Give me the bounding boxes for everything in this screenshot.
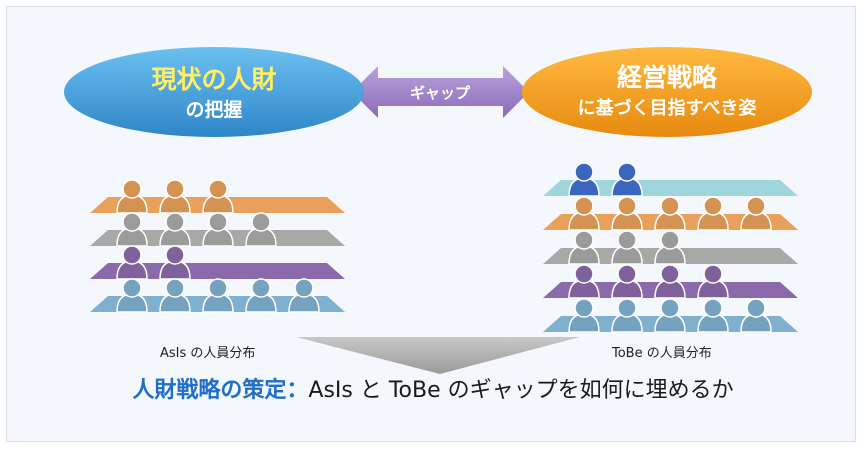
convergence-arrow [296,337,580,374]
asis-tier-purple [90,263,345,279]
target-state-title: 経営戦略 [617,63,718,92]
strategy-statement: 人財戦略の策定：AsIs と ToBe のギャップを如何に埋めるか [0,372,866,404]
target-state-subtitle: に基づく目指すべき姿 [578,97,757,119]
asis-person-icon [116,245,148,280]
tobe-distribution [543,162,798,333]
current-talent-subtitle: の把握 [185,98,242,121]
tobe-person-icon [654,264,686,299]
asis-person-icon [116,278,148,313]
tobe-person-icon [568,298,600,333]
tobe-tier-cyan [543,180,798,196]
tobe-person-icon [568,162,600,197]
tobe-person-icon [697,196,729,231]
asis-person-icon [116,212,148,247]
tobe-person-icon [697,298,729,333]
tobe-person-icon [611,162,643,197]
asis-person-icon [116,179,148,214]
asis-person-icon [288,278,320,313]
asis-person-icon [202,278,234,313]
tobe-person-icon [654,230,686,265]
strategy-highlight: 人財戦略の策定 [132,378,287,403]
asis-person-icon [202,212,234,247]
target-state-ellipse [522,47,812,137]
tobe-person-icon [568,264,600,299]
tobe-person-icon [568,196,600,231]
tobe-person-icon [654,196,686,231]
current-talent-title: 現状の人財 [151,65,276,94]
tobe-person-icon [654,298,686,333]
tobe-person-icon [611,298,643,333]
asis-person-icon [159,212,191,247]
gap-arrow-label: ギャップ [410,84,471,102]
current-talent-ellipse [64,47,364,137]
tobe-person-icon [611,230,643,265]
asis-person-icon [202,179,234,214]
tobe-person-icon [740,298,772,333]
tobe-person-icon [568,230,600,265]
strategy-separator: ： [286,378,309,403]
gap-double-arrow [352,66,529,118]
asis-person-icon [159,179,191,214]
asis-caption: AsIs の人員分布 [160,346,256,361]
tobe-person-icon [611,196,643,231]
asis-person-icon [159,245,191,280]
tobe-person-icon [611,264,643,299]
asis-distribution [90,179,345,313]
tobe-person-icon [740,196,772,231]
asis-person-icon [245,212,277,247]
tobe-caption: ToBe の人員分布 [612,346,712,361]
asis-person-icon [159,278,191,313]
asis-person-icon [245,278,277,313]
tobe-person-icon [697,264,729,299]
strategy-text: AsIs と ToBe のギャップを如何に埋めるか [308,378,734,403]
